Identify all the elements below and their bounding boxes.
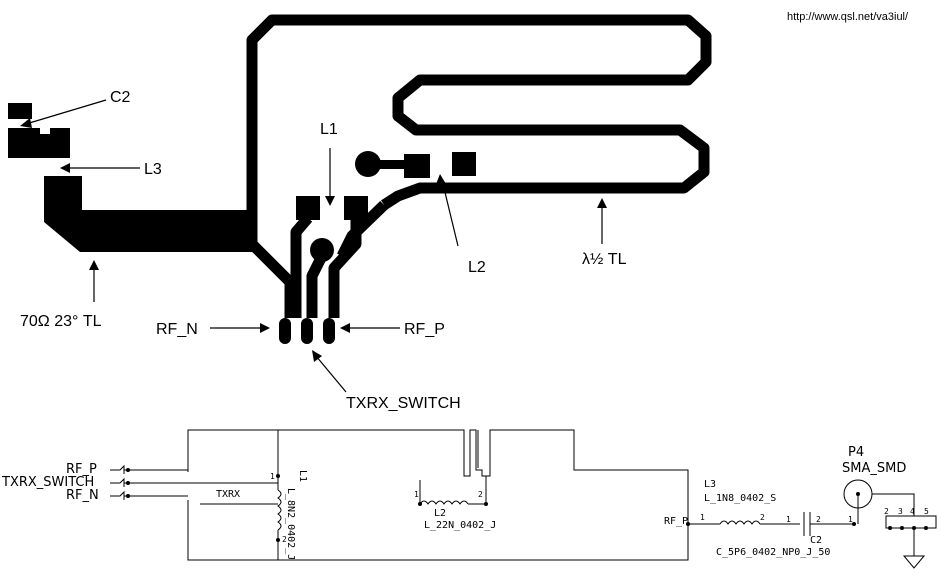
l1-pad-left <box>296 196 320 220</box>
l3-pin1: 1 <box>700 513 705 522</box>
p4-gnd-node-3 <box>900 526 904 530</box>
net-txrx: TXRX <box>216 489 240 500</box>
p4-pin1-node <box>852 522 856 526</box>
label-l1: L1 <box>320 121 338 138</box>
l2-trace <box>368 160 404 169</box>
schematic-outline <box>187 429 689 561</box>
label-rf-n: RF_N <box>156 321 198 338</box>
arrow-l1-head <box>325 196 335 206</box>
node-rf-p <box>126 468 130 472</box>
tl-70ohm <box>44 176 250 252</box>
node-rf-n <box>126 494 130 498</box>
finger-rf-p <box>323 318 335 344</box>
l3-coil <box>719 520 761 525</box>
arrow-l3-head <box>60 163 70 173</box>
l1-pin2: 2 <box>282 535 287 544</box>
source-url: http://www.qsl.net/va3iul/ <box>787 11 909 23</box>
p4-pin1: 1 <box>848 515 853 524</box>
l1-coil <box>277 489 282 531</box>
p4-ref: P4 <box>848 445 864 460</box>
l1-pad-right <box>344 196 368 220</box>
l3-pad-gap <box>40 118 50 134</box>
pcb-layout <box>8 14 712 344</box>
c2-pad <box>8 103 32 119</box>
port-txrx: TXRX_SWITCH <box>1 475 94 490</box>
label-l3: L3 <box>144 161 162 178</box>
p4-value: SMA_SMD <box>842 461 906 476</box>
l1-node-top <box>276 474 280 478</box>
l2-pin2: 2 <box>478 490 483 499</box>
feed-left <box>248 240 296 318</box>
l2-value: L_22N_0402_J <box>424 520 496 531</box>
label-c2: C2 <box>110 89 131 106</box>
l3-pin2: 2 <box>760 513 765 522</box>
label-tl-half: λ½ TL <box>582 251 627 268</box>
arrow-c2-head <box>20 118 32 128</box>
rf-label: RF_P <box>664 516 688 527</box>
arrow-l2-head <box>436 174 446 184</box>
pcb-annotations: C2 L3 L1 L2 λ½ TL 70Ω 23° TL RF_N RF_P T… <box>20 89 627 412</box>
arrow-rf-p-head <box>340 323 350 333</box>
c2-value: C_5P6_0402_NP0_J_50 <box>716 547 830 558</box>
port-rf-p: RF_P <box>66 462 97 477</box>
ground-icon <box>902 555 926 569</box>
l2-pin1: 1 <box>414 490 419 499</box>
schematic: RF_P TXRX_SWITCH RF_N TXRX 1 2 L1 L_8N2_… <box>1 429 937 569</box>
l3-value: L_1N8_0402_S <box>704 493 776 504</box>
l2-pad-left <box>404 154 430 178</box>
arrow-rf-n-head <box>260 323 270 333</box>
p4-gnd-node-2 <box>888 526 892 530</box>
p4-pin2: 2 <box>884 507 889 516</box>
trace-l2-feed <box>337 201 388 259</box>
label-rf-p: RF_P <box>404 321 445 338</box>
port-txrx-mark <box>110 477 125 487</box>
arrow-txrx-head <box>312 350 322 362</box>
p4-pin4: 4 <box>910 507 915 516</box>
arrow-tl-half-head <box>597 198 607 208</box>
port-rf-n: RF_N <box>66 488 99 503</box>
port-rf-n-mark <box>110 490 125 500</box>
c2-pin1: 1 <box>786 515 791 524</box>
label-l2: L2 <box>468 259 486 276</box>
l3-ref: L3 <box>704 479 716 490</box>
trace-middle <box>306 253 327 318</box>
trace-l1-left <box>290 214 313 318</box>
p4-ground-frame <box>872 493 937 529</box>
l1-pin1: 1 <box>270 472 275 481</box>
l2-node-right <box>484 502 488 506</box>
arrow-txrx <box>315 355 347 393</box>
c2-ref: C2 <box>810 535 822 546</box>
finger-rf-n <box>279 318 291 344</box>
l2-ref: L2 <box>434 508 446 519</box>
arrow-tl70-head <box>89 260 99 270</box>
arrow-c2 <box>25 99 107 125</box>
finger-txrx <box>301 318 313 344</box>
c2-pin2: 2 <box>816 515 821 524</box>
l2-pad-right <box>452 152 476 176</box>
label-tl70: 70Ω 23° TL <box>20 313 102 330</box>
l3-pad <box>8 128 70 158</box>
node-txrx <box>126 481 130 485</box>
l2-coil <box>419 500 469 505</box>
arrow-l2 <box>441 179 459 247</box>
p4-pin5: 5 <box>924 507 929 516</box>
l1-node-bottom <box>276 538 280 542</box>
meander-outer <box>246 14 712 252</box>
p4-gnd-node-5 <box>924 526 928 530</box>
l2-node-left <box>418 502 422 506</box>
label-txrx: TXRX_SWITCH <box>346 395 461 412</box>
p4-pin3: 3 <box>898 507 903 516</box>
port-rf-p-mark <box>110 464 125 474</box>
l1-ref: L1 <box>297 470 308 482</box>
l1-value: L_8N2_0402_J <box>285 488 296 560</box>
